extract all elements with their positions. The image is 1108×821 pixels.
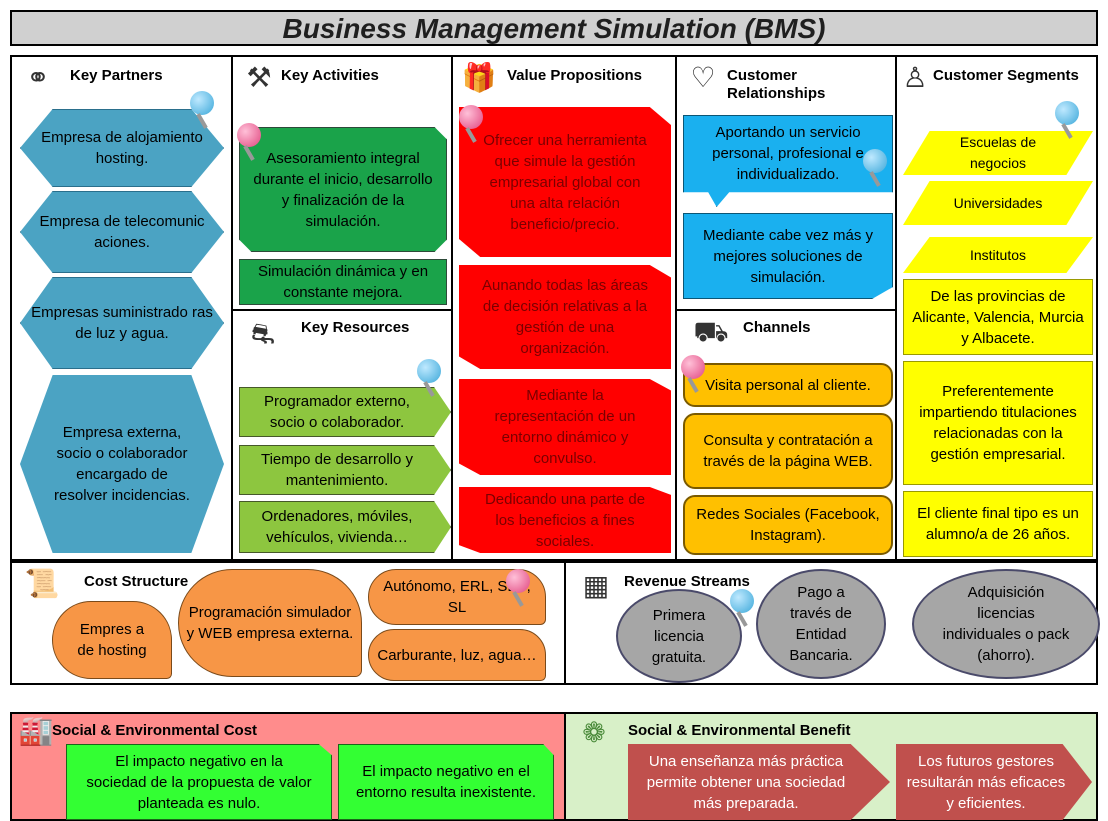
social-cost-header: Social & Environmental Cost	[52, 722, 258, 739]
social-benefit-block: ❁ Social & Environmental Benefit Una ens…	[564, 712, 1098, 821]
forklift-icon: ⛐	[250, 318, 276, 349]
cost-structure-block: 📜 Cost Structure Empres a de hosting Pro…	[10, 561, 566, 685]
partner-item: Empresa de alojamiento hosting.	[20, 109, 224, 187]
cost-item: Carburante, luz, agua…	[368, 629, 546, 681]
customer-relationships-block: ♡ Customer Relationships Aportando un se…	[675, 55, 897, 311]
segment-item: El cliente final tipo es un alumno/a de …	[903, 491, 1093, 557]
pushpin-icon	[863, 149, 887, 173]
partner-item: Empresa externa, socio o colaborador enc…	[20, 375, 224, 553]
invoice-icon: 📜	[24, 568, 60, 599]
gift-icon: 🎁	[461, 62, 497, 93]
social-benefit-header: Social & Environmental Benefit	[628, 722, 851, 739]
pushpin-icon	[730, 589, 754, 613]
key-activities-header: Key Activities	[281, 67, 379, 84]
page-title: Business Management Simulation (BMS)	[10, 10, 1098, 46]
tree-icon: ❁	[582, 717, 606, 748]
factory-icon: 🏭	[18, 715, 54, 746]
pushpin-icon	[190, 91, 214, 115]
key-activities-block: ⚒ Key Activities Asesoramiento integral …	[231, 55, 453, 311]
partner-item: Empresa de telecomunic aciones.	[20, 191, 224, 273]
key-resources-block: ⛐ Key Resources Programador externo, soc…	[231, 309, 453, 561]
value-item: Ofrecer una herramienta que simule la ge…	[459, 107, 671, 257]
segment-item: Preferentemente impartiendo titulaciones…	[903, 361, 1093, 485]
channels-header: Channels	[743, 319, 811, 336]
channel-item: Redes Sociales (Facebook, Instagram).	[683, 495, 893, 555]
pushpin-icon	[459, 105, 483, 129]
segment-item: Institutos	[903, 237, 1093, 273]
revenue-item: Primera licencia gratuita.	[616, 589, 742, 683]
social-cost-item: El impacto negativo en el entorno result…	[338, 744, 554, 820]
activity-item: Asesoramiento integral durante el inicio…	[239, 127, 447, 252]
cash-register-icon: ▦	[582, 570, 610, 601]
person-icon: ♙	[902, 62, 928, 93]
customer-relationships-header: Customer Relationships	[727, 67, 826, 102]
activity-item: Simulación dinámica y en constante mejor…	[239, 259, 447, 305]
pushpin-icon	[506, 569, 530, 593]
value-propositions-header: Value Propositions	[507, 67, 643, 84]
customer-segments-header: Customer Segments	[933, 67, 1079, 84]
resource-item: Tiempo de desarrollo y mantenimiento.	[239, 445, 451, 495]
relationship-item: Mediante cabe vez más y mejores solucion…	[683, 213, 893, 299]
pushpin-icon	[417, 359, 441, 383]
segment-item: Universidades	[903, 181, 1093, 225]
channels-block: ⛟ Channels Visita personal al cliente. C…	[675, 309, 897, 561]
pushpin-icon	[681, 355, 705, 379]
relationship-item: Aportando un servicio personal, profesio…	[683, 115, 893, 207]
cost-structure-header: Cost Structure	[84, 573, 189, 590]
customer-segments-block: ♙ Customer Segments Escuelas de negocios…	[895, 55, 1098, 561]
social-benefit-item: Una enseñanza más práctica permite obten…	[628, 744, 890, 820]
heart-icon: ♡	[690, 62, 716, 93]
social-cost-block: 🏭 Social & Environmental Cost El impacto…	[10, 712, 566, 821]
value-item: Dedicando una parte de los beneficios a …	[459, 487, 671, 553]
worker-icon: ⚒	[246, 62, 272, 93]
cost-item: Programación simulador y WEB empresa ext…	[178, 569, 362, 677]
value-propositions-block: 🎁 Value Propositions Ofrecer una herrami…	[451, 55, 677, 561]
resource-item: Ordenadores, móviles, vehículos, viviend…	[239, 501, 451, 553]
revenue-item: Pago a través de Entidad Bancaria.	[756, 569, 886, 679]
value-item: Mediante la representación de un entorno…	[459, 379, 671, 475]
partner-item: Empresas suministrado ras de luz y agua.	[20, 277, 224, 369]
social-benefit-item: Los futuros gestores resultarán más efic…	[896, 744, 1092, 820]
segment-item: De las provincias de Alicante, Valencia,…	[903, 279, 1093, 355]
value-item: Aunando todas las áreas de decisión rela…	[459, 265, 671, 369]
segment-item: Escuelas de negocios	[903, 131, 1093, 175]
revenue-item: Adquisición licencias individuales o pac…	[912, 569, 1100, 679]
cost-item: Empres a de hosting	[52, 601, 172, 679]
key-partners-header: Key Partners	[70, 67, 163, 84]
key-partners-block: ⚭ Key Partners Empresa de alojamiento ho…	[10, 55, 233, 561]
rings-icon: ⚭	[26, 62, 50, 93]
revenue-streams-header: Revenue Streams	[624, 573, 750, 590]
pushpin-icon	[237, 123, 261, 147]
resource-item: Programador externo, socio o colaborador…	[239, 387, 451, 437]
key-resources-header: Key Resources	[301, 319, 410, 336]
social-cost-item: El impacto negativo en la sociedad de la…	[66, 744, 332, 820]
truck-icon: ⛟	[693, 316, 729, 347]
channel-item: Consulta y contratación a través de la p…	[683, 413, 893, 489]
channel-item: Visita personal al cliente.	[683, 363, 893, 407]
revenue-streams-block: ▦ Revenue Streams Primera licencia gratu…	[564, 561, 1100, 685]
pushpin-icon	[1055, 101, 1079, 125]
